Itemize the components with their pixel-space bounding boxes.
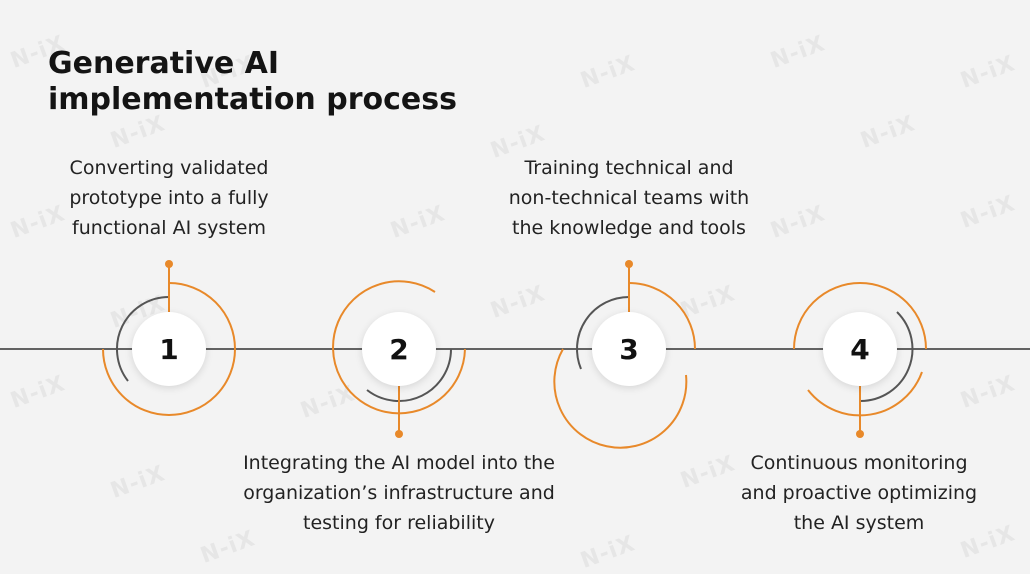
step-1-orange-arc xyxy=(102,282,236,416)
step-3-orange-arc-b xyxy=(553,348,688,449)
step-2-gray-arc xyxy=(366,348,452,403)
step-4-dot xyxy=(856,430,864,438)
step-4-orange-arc-b xyxy=(807,371,923,417)
step-1-number: 1 xyxy=(132,312,206,386)
step-3-rings xyxy=(553,260,696,449)
step-4-description: Continuous monitoring and proactive opti… xyxy=(740,452,978,534)
step-2-dot xyxy=(395,430,403,438)
step-2-description: Integrating the AI model into the organi… xyxy=(243,452,555,534)
step-1-rings xyxy=(102,260,236,416)
step-1-gray-arc xyxy=(115,296,170,382)
step-3-gray-arc xyxy=(576,296,630,370)
step-3-orange-arc-a xyxy=(628,282,696,350)
step-2-number: 2 xyxy=(362,312,436,386)
step-3-number: 3 xyxy=(592,312,666,386)
page-title: Generative AI implementation process xyxy=(48,46,457,117)
step-4-rings xyxy=(793,282,927,438)
step-4-orange-arc-a xyxy=(793,282,927,350)
step-3-description: Training technical and non-technical tea… xyxy=(508,157,750,239)
step-4-number: 4 xyxy=(823,312,897,386)
step-2-orange-arc xyxy=(332,280,466,415)
step-1-dot xyxy=(165,260,173,268)
step-1-description: Converting validated prototype into a fu… xyxy=(69,157,269,239)
step-4-gray-arc xyxy=(859,311,914,403)
step-2-rings xyxy=(332,280,466,438)
step-3-dot xyxy=(625,260,633,268)
